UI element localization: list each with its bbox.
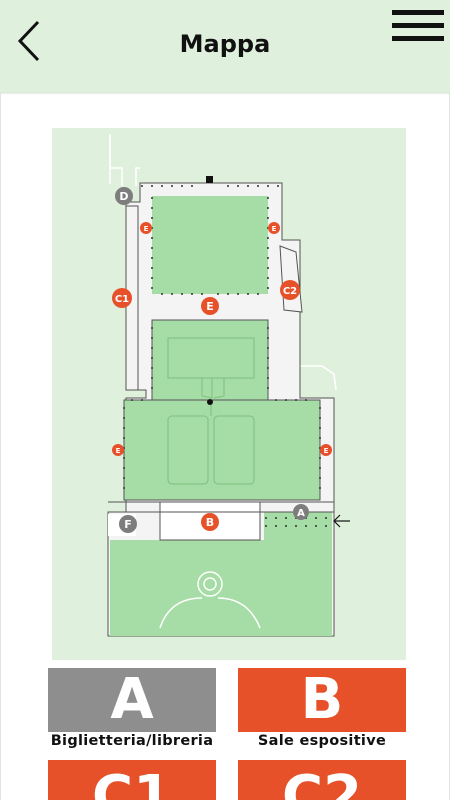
marker-c1[interactable]: C1 — [112, 288, 132, 308]
center-point — [207, 399, 213, 405]
menu-bar-top — [392, 10, 444, 15]
menu-bar-middle — [392, 23, 444, 28]
svg-text:E: E — [116, 447, 121, 455]
legend-letter-b: B — [300, 667, 344, 732]
marker-c2[interactable]: C2 — [280, 280, 300, 300]
svg-text:A: A — [297, 508, 305, 519]
svg-text:E: E — [144, 225, 149, 233]
marker-b[interactable]: B — [201, 513, 219, 531]
marker-e-top-left[interactable]: E — [140, 222, 152, 234]
legend-tile-a[interactable]: A — [48, 668, 216, 732]
arrow-left-icon — [333, 514, 350, 528]
svg-text:E: E — [272, 225, 277, 233]
svg-text:C1: C1 — [115, 294, 129, 305]
floor-map[interactable]: D F A B C1 C2 E E E E E — [52, 128, 406, 660]
svg-text:F: F — [124, 518, 132, 531]
marker-e-left[interactable]: E — [112, 444, 124, 456]
legend-label-b: Sale espositive — [257, 733, 387, 749]
legend-tile-b[interactable]: B — [238, 668, 406, 732]
legend-label-a: Biglietteria/libreria — [50, 733, 214, 749]
svg-text:E: E — [206, 300, 214, 313]
svg-text:C2: C2 — [283, 286, 297, 297]
svg-text:B: B — [206, 516, 214, 529]
exhibit-dots — [123, 185, 327, 527]
marker-e-top-right[interactable]: E — [268, 222, 280, 234]
legend-tile-c2[interactable]: C2 — [238, 760, 406, 800]
entrance-top — [206, 176, 213, 183]
hamburger-menu-button[interactable] — [388, 6, 446, 46]
svg-text:D: D — [119, 190, 128, 203]
legend-letter-a: A — [110, 667, 154, 732]
menu-bar-bottom — [392, 36, 444, 41]
marker-e-center[interactable]: E — [201, 297, 219, 315]
garden-fountain — [159, 571, 261, 629]
legend-letter-c1: C1 — [91, 764, 173, 800]
chevron-left-icon — [17, 20, 40, 62]
app-header: Mappa — [0, 0, 450, 95]
marker-a[interactable]: A — [293, 504, 309, 520]
courtyard-pattern — [167, 337, 255, 485]
svg-text:E: E — [324, 447, 329, 455]
page-title: Mappa — [179, 30, 271, 58]
marker-e-right[interactable]: E — [320, 444, 332, 456]
legend-tile-c1[interactable]: C1 — [48, 760, 216, 800]
marker-d[interactable]: D — [115, 187, 133, 205]
back-button[interactable] — [10, 18, 50, 64]
marker-f[interactable]: F — [119, 515, 137, 533]
outdoor-outlines — [109, 134, 337, 391]
legend-letter-c2: C2 — [281, 764, 363, 800]
